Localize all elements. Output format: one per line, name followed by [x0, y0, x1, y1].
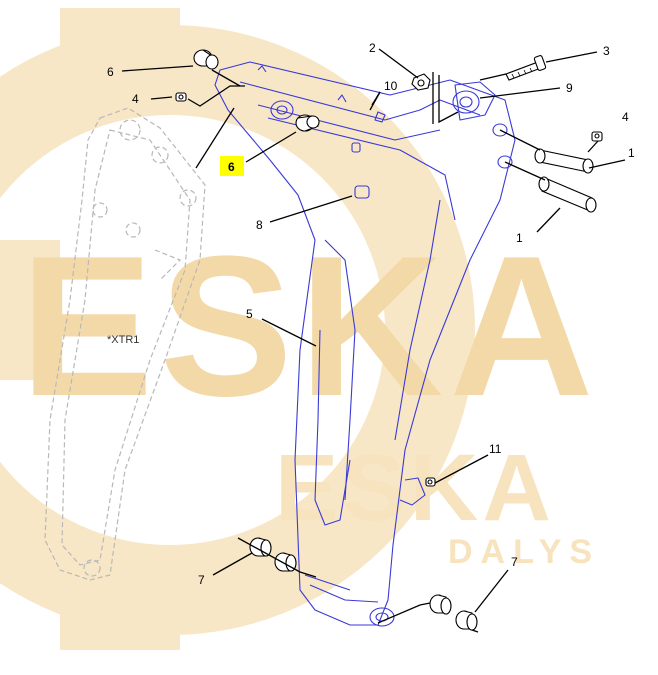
callouts: 6 4 6 2 10 3 9 4 1 1 8 5 11 7 7	[107, 41, 635, 587]
pin-1-upper	[534, 148, 594, 174]
callout-6-highlighted: 6	[228, 160, 235, 174]
callout-7-left: 7	[198, 573, 205, 587]
callout-5: 5	[246, 307, 253, 321]
callout-4-right: 4	[622, 110, 629, 124]
watermark-sub: DALYS	[448, 533, 600, 571]
watermark-gear	[0, 8, 475, 650]
bushing-6-mid	[295, 114, 320, 132]
callout-4-left: 4	[132, 92, 139, 106]
callout-11: 11	[489, 442, 502, 456]
watermark-brand-small: ESKA	[275, 435, 555, 541]
callout-2: 2	[369, 41, 376, 55]
grease-fitting-4-left	[175, 92, 187, 102]
callout-6-top: 6	[107, 65, 114, 79]
leader-lines	[121, 48, 626, 633]
pin-1-lower	[538, 176, 597, 213]
watermark: ESKA ESKA DALYS	[0, 8, 600, 650]
grease-fitting-4-right	[591, 131, 603, 142]
bolt-3	[505, 55, 547, 81]
stick-body	[214, 61, 516, 627]
reference-stick-ghost	[44, 107, 206, 581]
grease-fitting-11	[425, 477, 436, 487]
bushing-6-top	[193, 49, 219, 70]
callout-highlight	[220, 156, 244, 176]
bushing-7-right-a	[429, 594, 452, 615]
callout-7-right: 7	[511, 555, 518, 569]
nut-2	[411, 73, 431, 91]
reference-label: *XTR1	[107, 334, 139, 346]
callout-1-lower: 1	[516, 231, 523, 245]
callout-3: 3	[603, 44, 610, 58]
callout-8: 8	[256, 218, 263, 232]
watermark-brand-big: ESKA	[20, 215, 600, 438]
callout-10: 10	[384, 79, 398, 93]
bushing-7-right-b	[455, 610, 478, 631]
callout-9: 9	[566, 81, 573, 95]
callout-1-upper: 1	[628, 146, 635, 160]
